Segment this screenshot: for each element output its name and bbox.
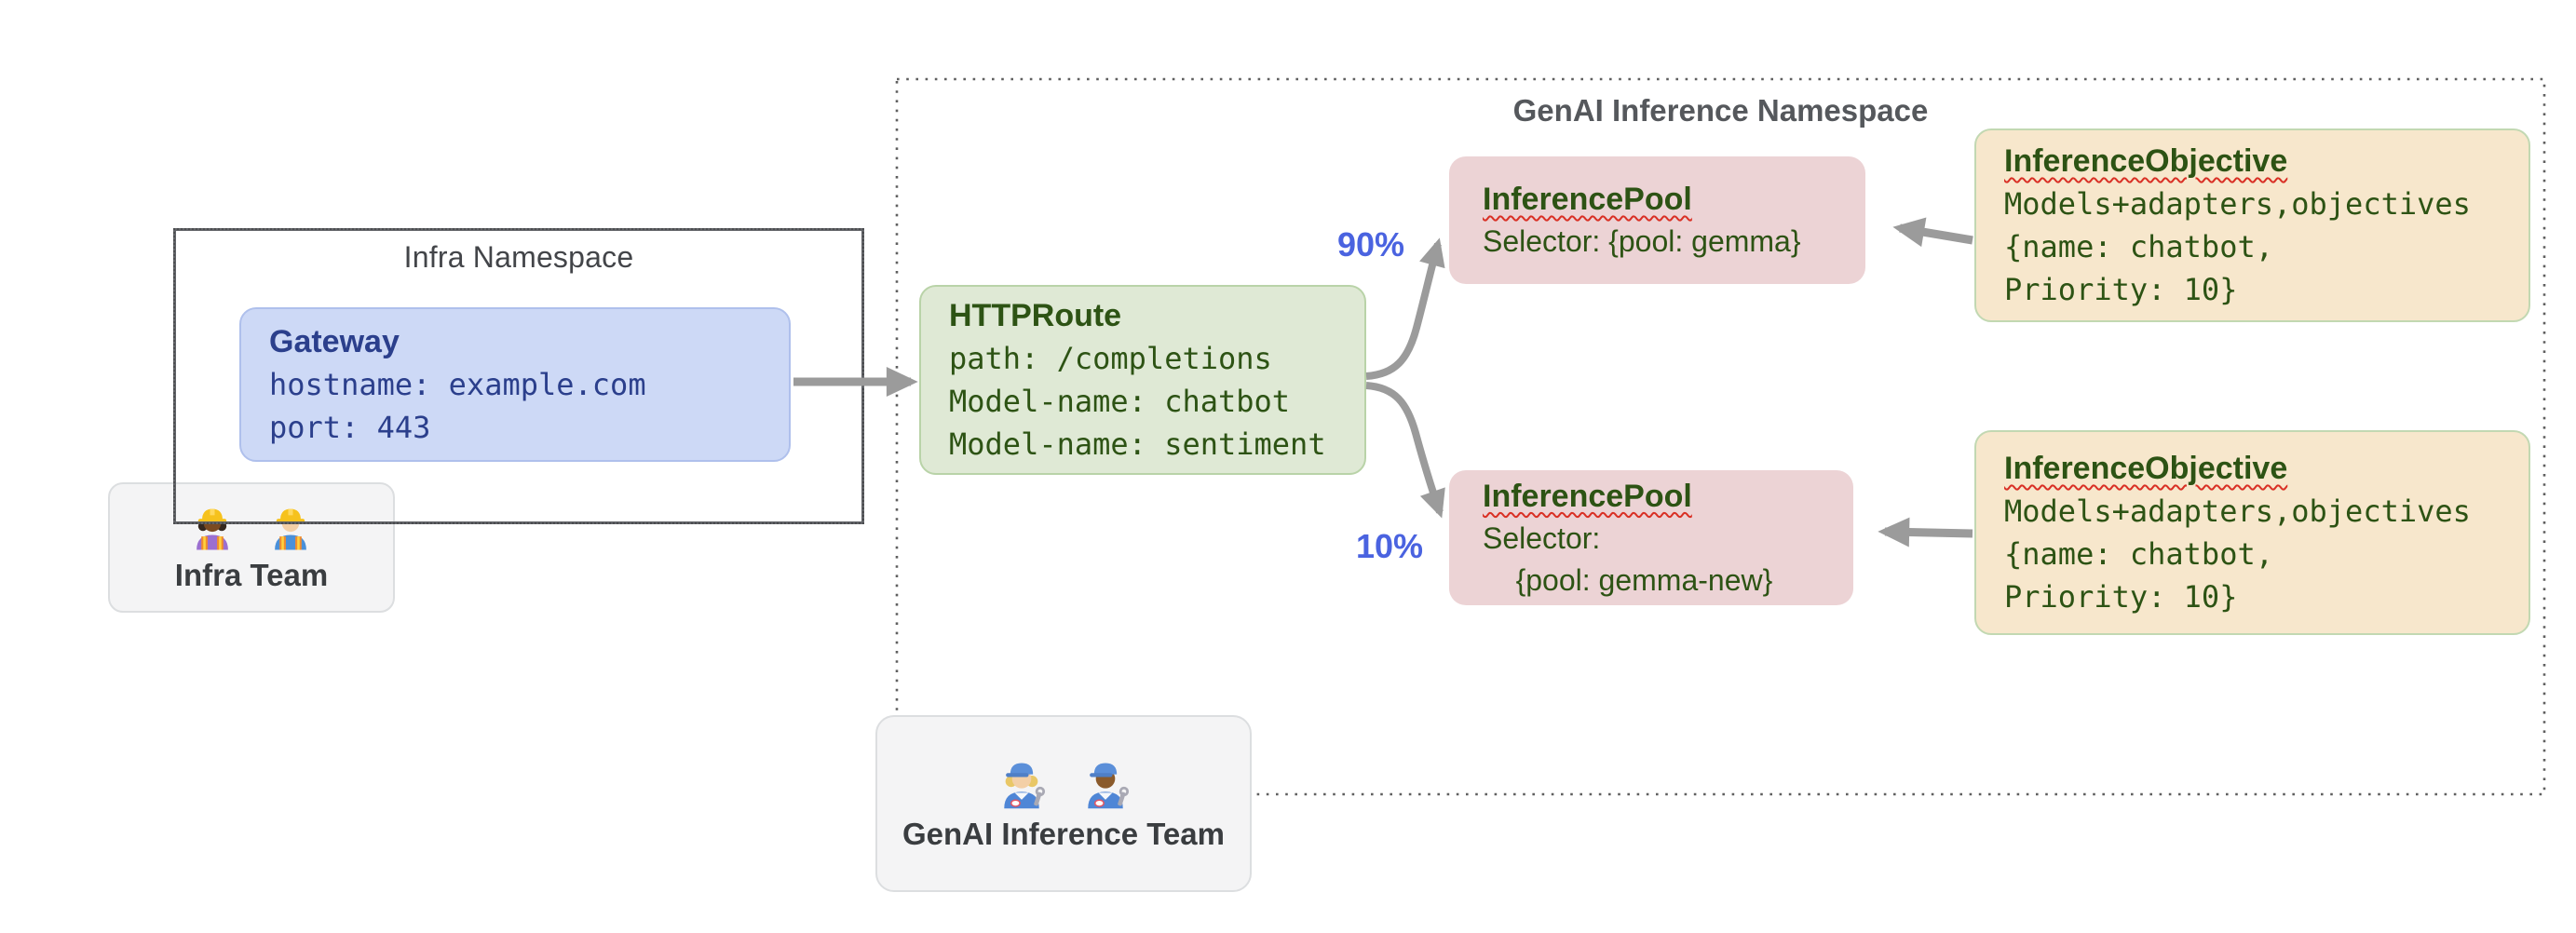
genai-inference-team-card: GenAI Inference Team (875, 715, 1252, 892)
inference-pool-top-title: InferencePool (1483, 178, 1854, 221)
inference-pool-bottom-selector-line: Selector: (1483, 521, 1601, 555)
inference-pool-top-node: InferencePool Selector: {pool: gemma} (1449, 156, 1865, 284)
gateway-title: Gateway (269, 324, 400, 359)
inference-pool-bottom-title-text: InferencePool (1483, 478, 1692, 514)
genai-inference-team-label: GenAI Inference Team (902, 817, 1225, 851)
httproute-model-sentiment-line: Model-name: sentiment (949, 426, 1326, 462)
infra-team-label: Infra Team (174, 558, 329, 592)
httproute-node: HTTPRoute path: /completions Model-name:… (919, 285, 1366, 475)
objective-bottom-to-pool-bottom-arrow (1878, 517, 1973, 548)
inference-objective-bottom-models-line: Models+adapters,objectives (2004, 494, 2471, 529)
httproute-model-chatbot-line: Model-name: chatbot (949, 384, 1291, 419)
traffic-weight-10: 10% (1355, 527, 1423, 565)
man-construction-worker-icon (275, 508, 306, 550)
httproute-path-line: path: /completions (949, 341, 1272, 376)
traffic-weight-90: 90% (1336, 225, 1404, 264)
inference-objective-bottom-title: InferenceObjective (2004, 447, 2517, 490)
gateway-node: Gateway hostname: example.com port: 443 (239, 307, 791, 462)
objective-top-to-pool-top-arrow (1892, 217, 1973, 248)
inference-objective-top-name-line: {name: chatbot, (2004, 229, 2273, 264)
inference-pool-bottom-pool-line: {pool: gemma-new} (1483, 562, 1773, 597)
inference-objective-top-title: InferenceObjective (2004, 140, 2517, 183)
inference-pool-top-title-text: InferencePool (1483, 182, 1692, 217)
inference-objective-bottom-title-text: InferenceObjective (2004, 451, 2288, 486)
inference-objective-top-title-text: InferenceObjective (2004, 143, 2288, 179)
woman-mechanic-icon (1004, 763, 1046, 809)
genai-team-icons (994, 755, 1133, 811)
httproute-to-pool-bottom-arrow (1365, 382, 1445, 519)
gateway-port-line: port: 443 (269, 410, 431, 445)
man-mechanic-icon (1088, 763, 1130, 809)
gateway-hostname-line: hostname: example.com (269, 367, 646, 402)
inference-pool-bottom-title: InferencePool (1483, 475, 1842, 518)
inference-objective-top-node: InferenceObjective Models+adapters,objec… (1974, 128, 2530, 322)
inference-pool-top-selector-line: Selector: {pool: gemma} (1483, 224, 1801, 258)
inference-objective-top-models-line: Models+adapters,objectives (2004, 186, 2471, 222)
inference-objective-bottom-priority-line: Priority: 10} (2004, 579, 2238, 615)
infra-namespace-title: Infra Namespace (403, 240, 634, 274)
inference-pool-bottom-node: InferencePool Selector: {pool: gemma-new… (1449, 470, 1853, 605)
infra-namespace-box: Infra Namespace (173, 228, 864, 524)
httproute-title: HTTPRoute (949, 298, 1122, 333)
inference-objective-bottom-name-line: {name: chatbot, (2004, 536, 2273, 572)
infra-team-card: Infra Team (108, 482, 395, 613)
genai-namespace-title: GenAI Inference Namespace (1512, 93, 1929, 128)
inference-objective-bottom-node: InferenceObjective Models+adapters,objec… (1974, 430, 2530, 635)
inference-objective-top-priority-line: Priority: 10} (2004, 272, 2238, 307)
